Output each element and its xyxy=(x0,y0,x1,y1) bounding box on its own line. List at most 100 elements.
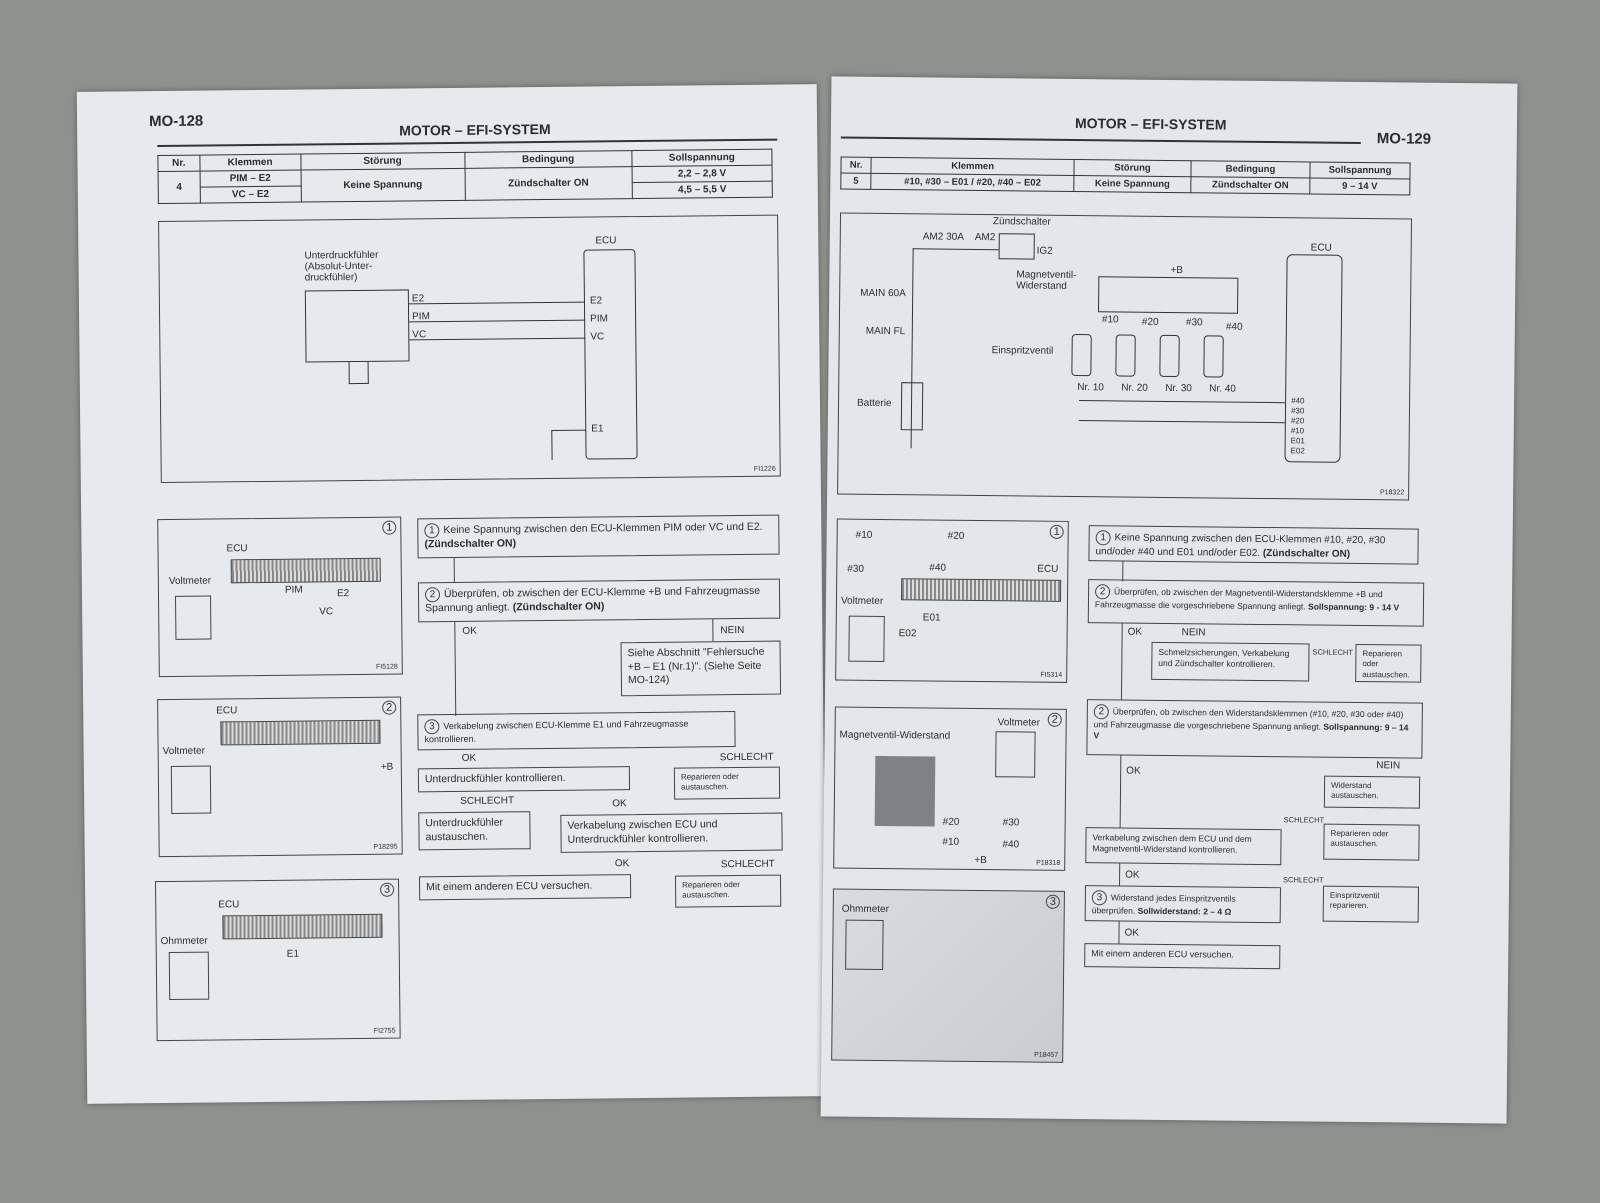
page-number: MO-129 xyxy=(1376,130,1432,148)
text-label: #10 xyxy=(1101,314,1119,326)
text-label: #10 xyxy=(1290,426,1305,436)
text-label: Nr. xyxy=(840,157,872,174)
text-label: #30 xyxy=(1185,317,1203,329)
text-label: PIM xyxy=(284,584,303,596)
text-label: Mit einem anderen ECU versuchen. xyxy=(1084,943,1281,970)
text-label: Nr. 40 xyxy=(1209,383,1236,395)
text-label: Klemmen xyxy=(199,154,301,172)
page-number: MO-128 xyxy=(148,112,204,131)
graphic-element xyxy=(1079,400,1286,404)
text-label: SCHLECHT xyxy=(1283,875,1324,885)
graphic-element xyxy=(840,136,1361,144)
text-label: 2 xyxy=(382,700,397,715)
text-label: Sollwiderstand: 2 – 4 Ω xyxy=(1137,905,1232,917)
text-label: Bedingung xyxy=(1190,160,1311,178)
text-label: VC xyxy=(319,606,334,618)
text-label: Keine Spannung xyxy=(300,168,465,203)
text-label: FI5314 xyxy=(1040,671,1063,679)
graphic-element xyxy=(998,233,1035,260)
text-label: Einspritzventil reparieren. xyxy=(1322,885,1420,923)
page-header: MOTOR – EFI-SYSTEM xyxy=(399,120,551,139)
graphic-element xyxy=(1119,755,1122,828)
graphic-element xyxy=(874,755,936,827)
text-label: #30 xyxy=(1002,817,1020,829)
graphic-element xyxy=(1203,335,1224,378)
text-label: Nr. xyxy=(157,155,200,172)
graphic-element: 1 xyxy=(1095,530,1111,546)
text-label: 1 xyxy=(1049,524,1064,539)
text-label: E2 xyxy=(336,588,350,600)
text-label: #10 xyxy=(942,836,960,848)
graphic-element: 1 xyxy=(424,523,440,539)
graphic-element xyxy=(1115,334,1136,377)
text-label: Störung xyxy=(1074,159,1192,177)
graphic-element xyxy=(408,301,585,305)
graphic-element: 2 xyxy=(1095,584,1111,600)
graphic-element xyxy=(1071,333,1092,377)
text-label: +B xyxy=(1170,264,1184,277)
text-label: Störung xyxy=(300,152,465,171)
text-label: #20 xyxy=(947,530,965,542)
graphic-element xyxy=(1118,921,1120,944)
text-label: Voltmeter xyxy=(997,717,1041,729)
text-label: 4,5 – 5,5 V xyxy=(631,181,773,199)
text-label: (Zündschalter ON) xyxy=(424,537,517,551)
text-label: AM2 xyxy=(974,231,996,244)
text-label: OK xyxy=(1126,765,1141,777)
text-label: #40 xyxy=(929,562,947,574)
text-label: E1 xyxy=(591,423,604,435)
text-label: IG2 xyxy=(1036,245,1053,257)
text-label: 9 – 14 V xyxy=(1309,177,1410,195)
text-label: Voltmeter xyxy=(168,575,212,587)
graphic-element: 2 xyxy=(1093,704,1109,720)
figure-2: 2 Magnetventil-Widerstand Voltmeter #20 … xyxy=(833,706,1067,871)
text-label: VC xyxy=(412,329,427,341)
graphic-element xyxy=(1119,863,1121,886)
text-label: SCHLECHT xyxy=(720,858,775,871)
figure-3: 3 Ohmmeter P18457 xyxy=(831,888,1065,1063)
text-label: OK xyxy=(461,752,477,764)
text-label: #40 xyxy=(1225,321,1243,333)
text-label: SCHLECHT xyxy=(460,795,515,807)
text-label: Verkabelung zwischen ECU-Klemme E1 und F… xyxy=(424,718,689,745)
text-label: ECU xyxy=(226,543,248,555)
text-label: #40 xyxy=(1002,839,1020,851)
text-label: ECU xyxy=(218,899,240,911)
text-label: NEIN xyxy=(1181,627,1206,639)
text-label: Zündschalter xyxy=(992,216,1051,228)
text-label: +B xyxy=(974,854,987,867)
text-label: Sollspannung xyxy=(1309,161,1411,179)
graphic-element xyxy=(170,765,212,814)
text-label: NEIN xyxy=(1376,760,1401,772)
graphic-element xyxy=(912,248,999,251)
text-label: Zündschalter ON xyxy=(464,166,633,201)
text-label: E1 xyxy=(286,948,300,960)
figure-3: 3 ECU Ohmmeter E1 FI2755 xyxy=(154,878,401,1042)
text-label: SCHLECHT xyxy=(1283,815,1325,825)
graphic-element xyxy=(454,621,457,716)
text-label: Siehe Abschnitt "Fehlersuche +B – E1 (Nr… xyxy=(620,640,782,697)
graphic-element: 3 xyxy=(424,719,440,735)
text-label: P18318 xyxy=(1036,859,1061,867)
graphic-element xyxy=(175,595,212,640)
graphic-element: 2 xyxy=(424,587,441,603)
text-label: OK xyxy=(1127,626,1143,638)
text-label: Verkabelung zwischen ECU und Unterdruckf… xyxy=(560,812,783,853)
graphic-element xyxy=(1078,420,1285,424)
text-label: Ohmmeter xyxy=(841,903,890,916)
text-label: Nr. 30 xyxy=(1165,382,1192,395)
graphic-element xyxy=(230,557,381,584)
text-label: Bedingung xyxy=(464,150,632,169)
graphic-element xyxy=(551,429,553,460)
text-label: Reparieren oder austauschen. xyxy=(673,766,781,800)
text-label: #30 xyxy=(847,563,865,575)
text-label: OK xyxy=(612,798,627,810)
